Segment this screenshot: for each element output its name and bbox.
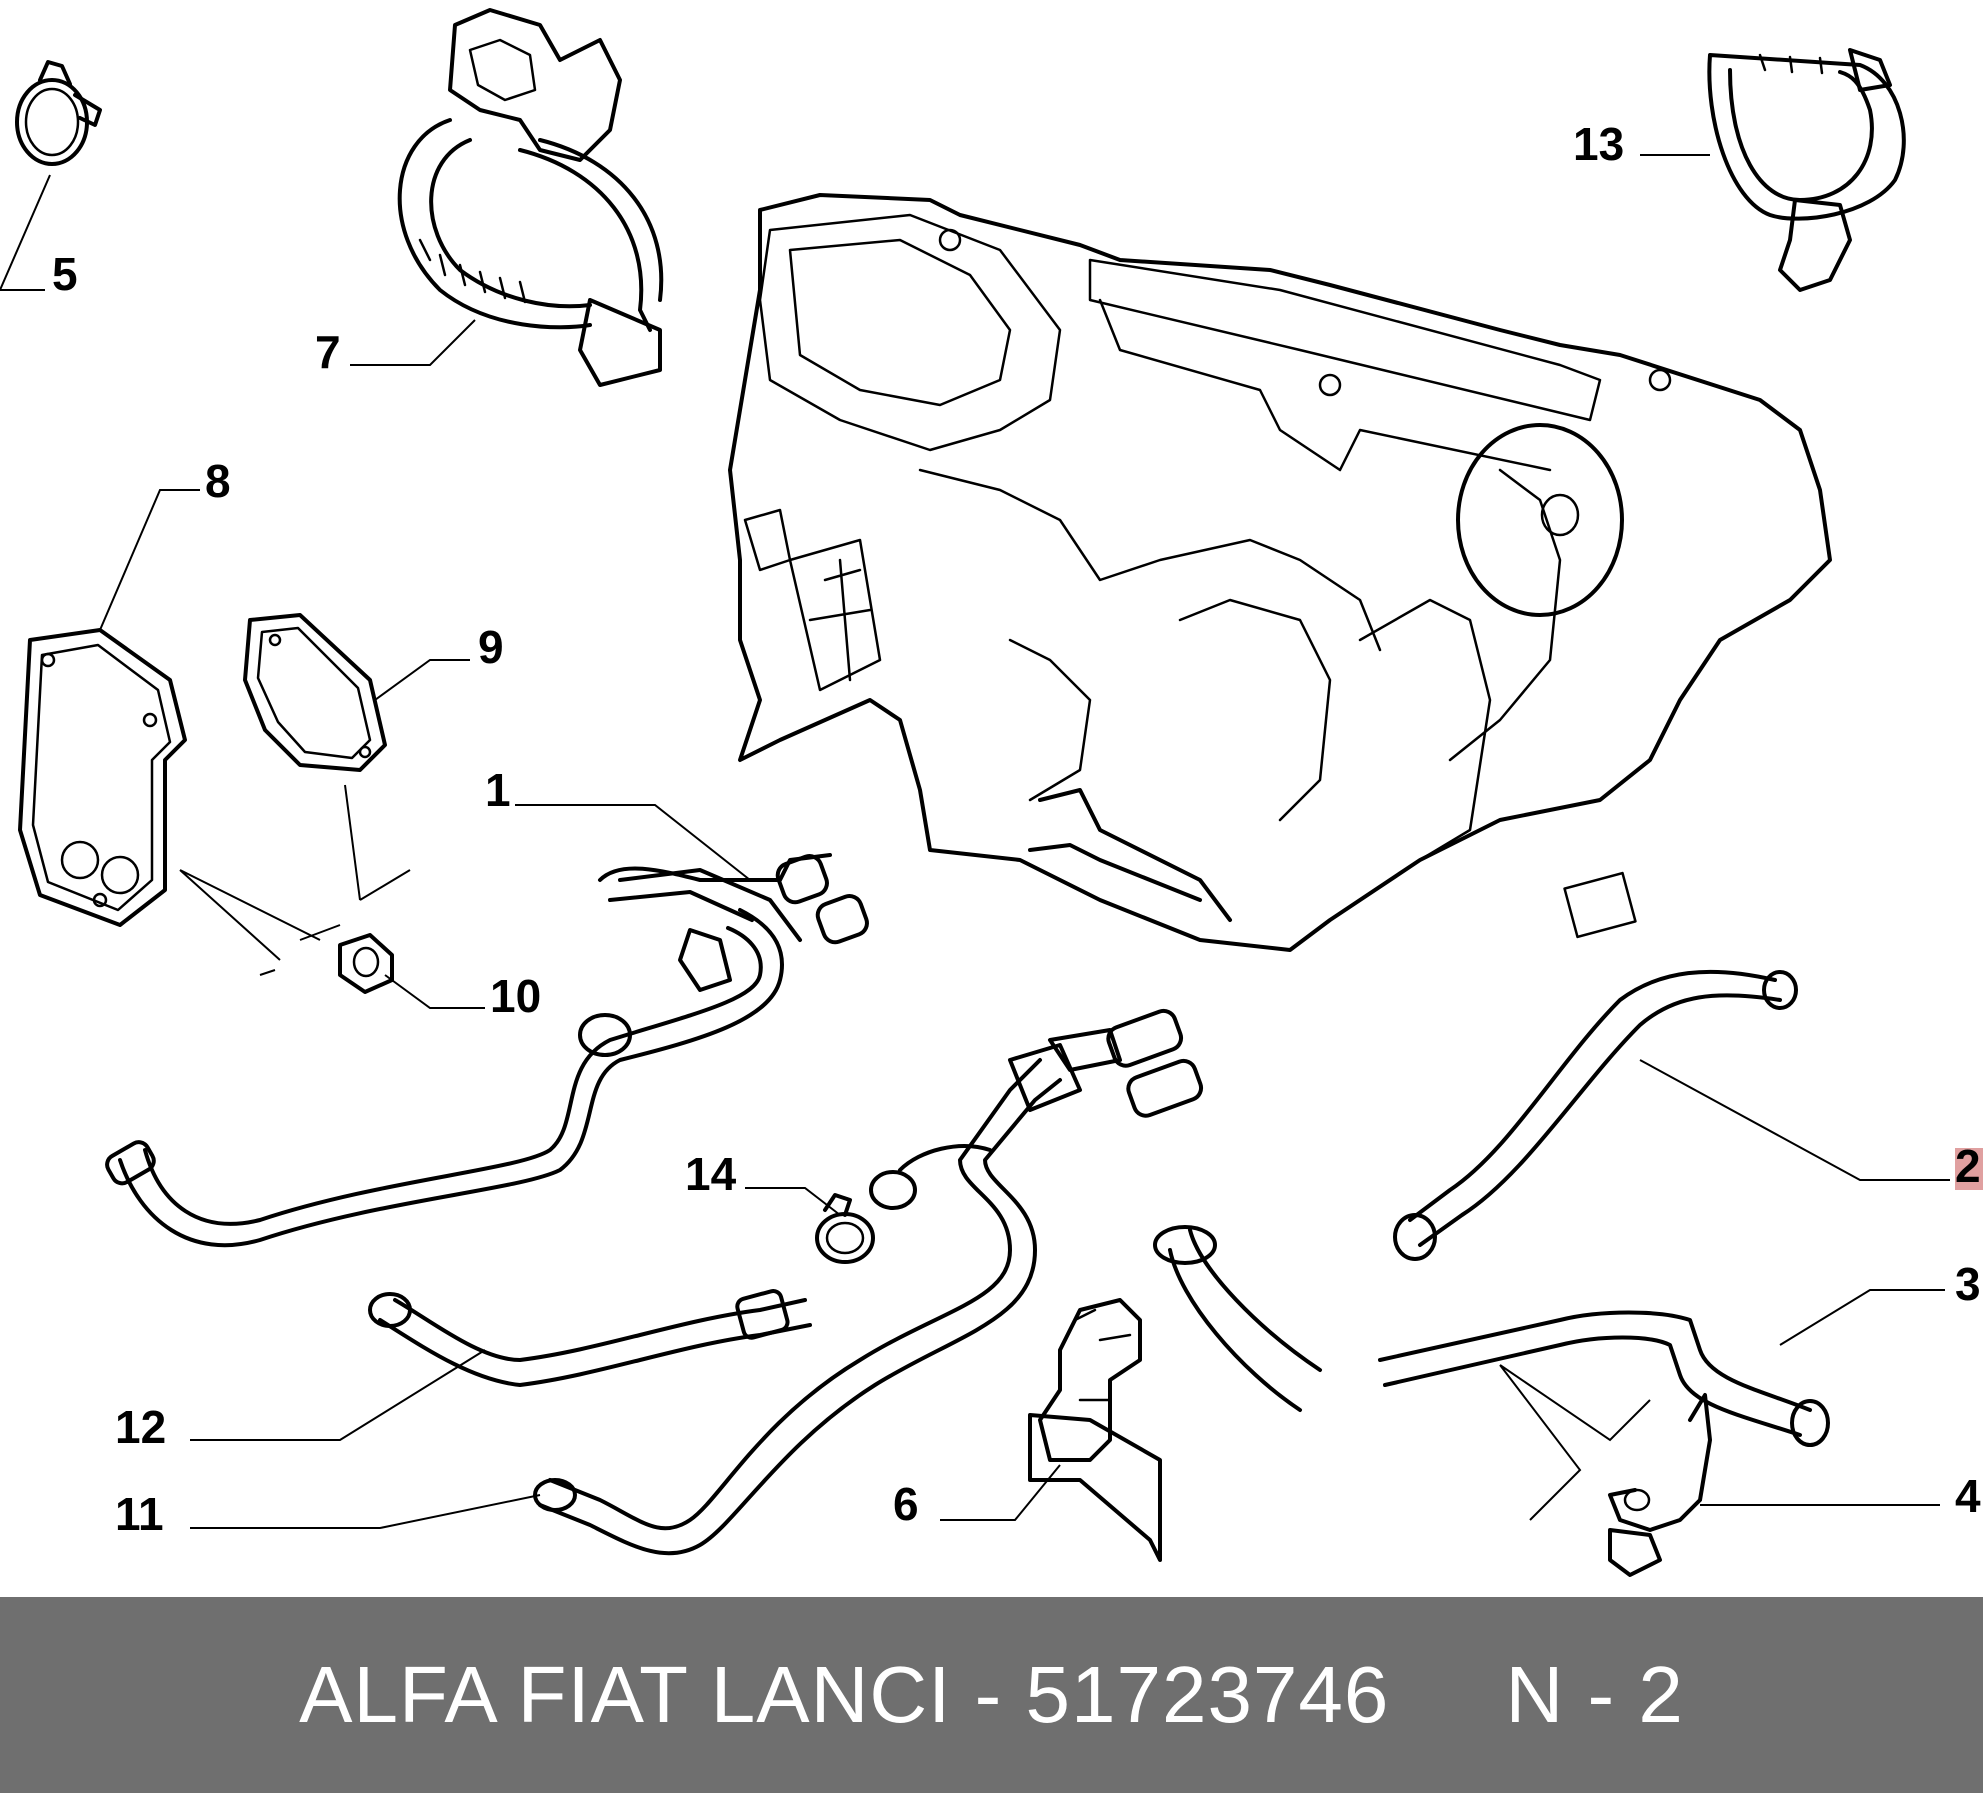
label-14: 14 <box>685 1148 737 1200</box>
leader-6 <box>940 1464 1061 1521</box>
footer-text: ALFA FIAT LANCI - 51723746 N - 2 <box>299 1649 1684 1741</box>
leader-3b <box>1499 1364 1651 1521</box>
part-8-gasket-plate <box>18 628 187 927</box>
leader-7 <box>350 319 476 366</box>
part-number-footer: ALFA FIAT LANCI - 51723746 N - 2 <box>0 1597 1983 1793</box>
leader-2 <box>1639 1059 1950 1181</box>
footer-brand: ALFA FIAT LANCI <box>299 1650 952 1739</box>
part-10-nut <box>338 933 394 994</box>
footer-position-ref: N - 2 <box>1505 1650 1684 1739</box>
label-4: 4 <box>1955 1470 1981 1522</box>
leader-12 <box>190 1349 486 1441</box>
hvac-housing <box>728 193 1832 952</box>
part-4-bracket <box>1608 1393 1712 1577</box>
label-3: 3 <box>1955 1258 1981 1310</box>
label-13: 13 <box>1573 118 1624 170</box>
leader-11 <box>190 1494 541 1529</box>
part-11-hose <box>533 1008 1204 1556</box>
leader-9 <box>374 659 470 701</box>
part-3-hose <box>1153 1225 1830 1447</box>
part-13-strap <box>1707 48 1906 292</box>
label-7: 7 <box>315 326 341 378</box>
label-2-highlight <box>1955 1148 1983 1190</box>
leader-14 <box>745 1187 841 1216</box>
part-5-clamp <box>15 60 102 166</box>
leader-lines <box>0 154 1950 1529</box>
part-9-gasket <box>243 613 387 772</box>
part-14-clamp <box>815 1193 875 1264</box>
leader-3 <box>1779 1289 1945 1346</box>
label-12: 12 <box>115 1401 166 1453</box>
part-2-hose <box>1393 969 1798 1261</box>
leader-1 <box>515 804 751 881</box>
part-1-hose-assembly <box>105 853 869 1248</box>
label-1: 1 <box>485 764 511 816</box>
label-11: 11 <box>115 1488 164 1540</box>
part-7-strap-clip <box>397 8 664 387</box>
label-2: 2 <box>1955 1140 1981 1192</box>
leader-8-9-to-10 <box>179 784 411 976</box>
label-8: 8 <box>205 455 231 507</box>
leader-5 <box>0 174 51 291</box>
leader-8 <box>99 489 200 631</box>
part-6-clip <box>1028 1298 1162 1562</box>
label-5: 5 <box>52 248 78 300</box>
part-12-hose <box>368 1289 812 1387</box>
label-9: 9 <box>478 621 504 673</box>
label-6: 6 <box>893 1478 919 1530</box>
leader-10 <box>384 974 485 1009</box>
label-10: 10 <box>490 970 541 1022</box>
footer-part-number: 51723746 <box>1025 1650 1390 1739</box>
footer-separator: - <box>974 1650 1003 1739</box>
part-labels: 5 7 13 8 9 1 10 2 3 4 14 12 11 6 <box>52 118 1983 1540</box>
exploded-parts-diagram: 5 7 13 8 9 1 10 2 3 4 14 12 11 6 <box>0 8 1983 1577</box>
